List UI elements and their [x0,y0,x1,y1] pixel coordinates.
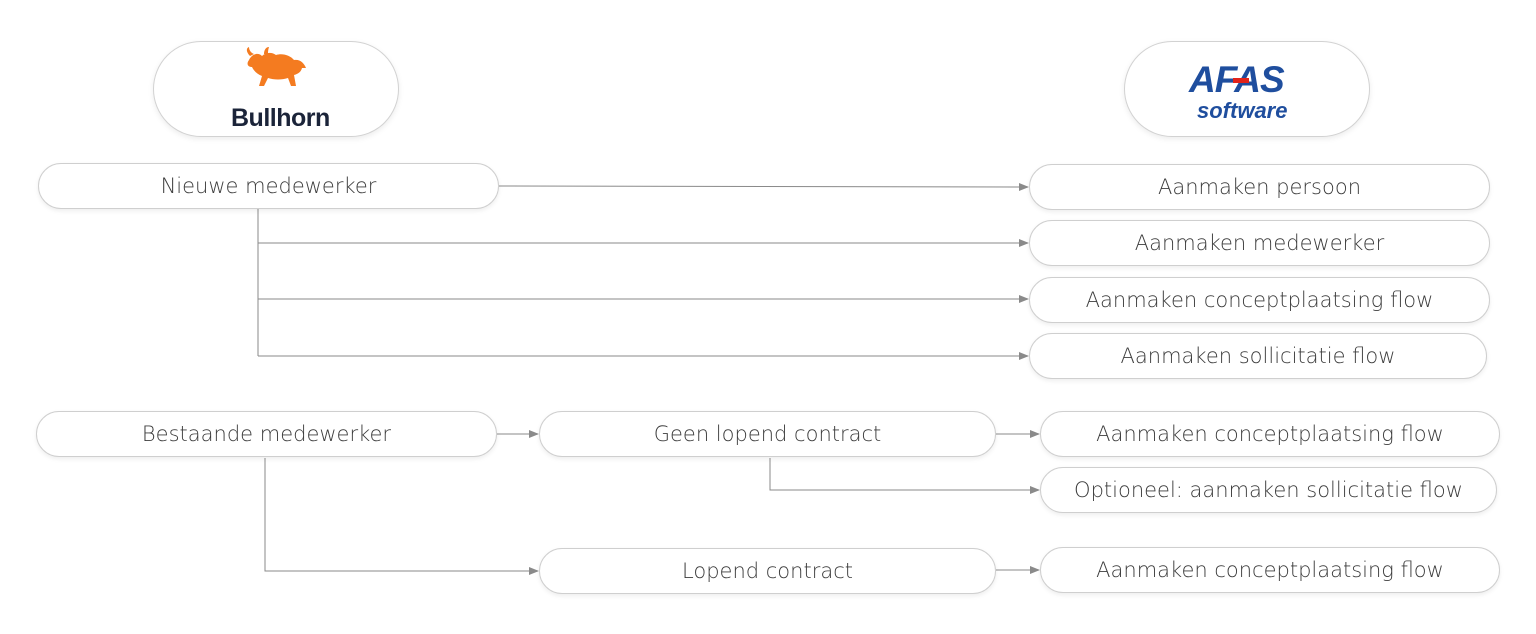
afas-accent-bar [1233,78,1249,83]
afas-subtitle: software [1197,98,1287,123]
node-aanmaken-conceptplaatsing-1: Aanmaken conceptplaatsing flow [1029,277,1490,323]
node-aanmaken-medewerker: Aanmaken medewerker [1029,220,1490,266]
bullhorn-wordmark: Bullhorn [231,104,330,132]
node-aanmaken-conceptplaatsing-3: Aanmaken conceptplaatsing flow [1040,547,1500,593]
arrow-bestaande-to-lopend [264,458,539,575]
afas-logo-box: AFAS software [1124,41,1370,137]
node-aanmaken-persoon: Aanmaken persoon [1029,164,1490,210]
arrow-nieuwe-to-persoon [498,182,1029,191]
node-nieuwe-medewerker: Nieuwe medewerker [38,163,499,209]
bull-icon [246,47,306,86]
node-bestaande-medewerker: Bestaande medewerker [36,411,497,457]
bullhorn-logo-box: Bullhorn [153,41,399,137]
node-aanmaken-conceptplaatsing-2: Aanmaken conceptplaatsing flow [1040,411,1500,457]
arrow-geen-to-optioneel [769,458,1040,494]
node-geen-lopend-contract: Geen lopend contract [539,411,996,457]
afas-logo: AFAS software [1188,59,1287,123]
node-lopend-contract: Lopend contract [539,548,996,594]
bullhorn-logo: Bullhorn [231,47,330,132]
node-aanmaken-sollicitatie: Aanmaken sollicitatie flow [1029,333,1487,379]
node-optioneel-sollicitatie: Optioneel: aanmaken sollicitatie flow [1040,467,1497,513]
